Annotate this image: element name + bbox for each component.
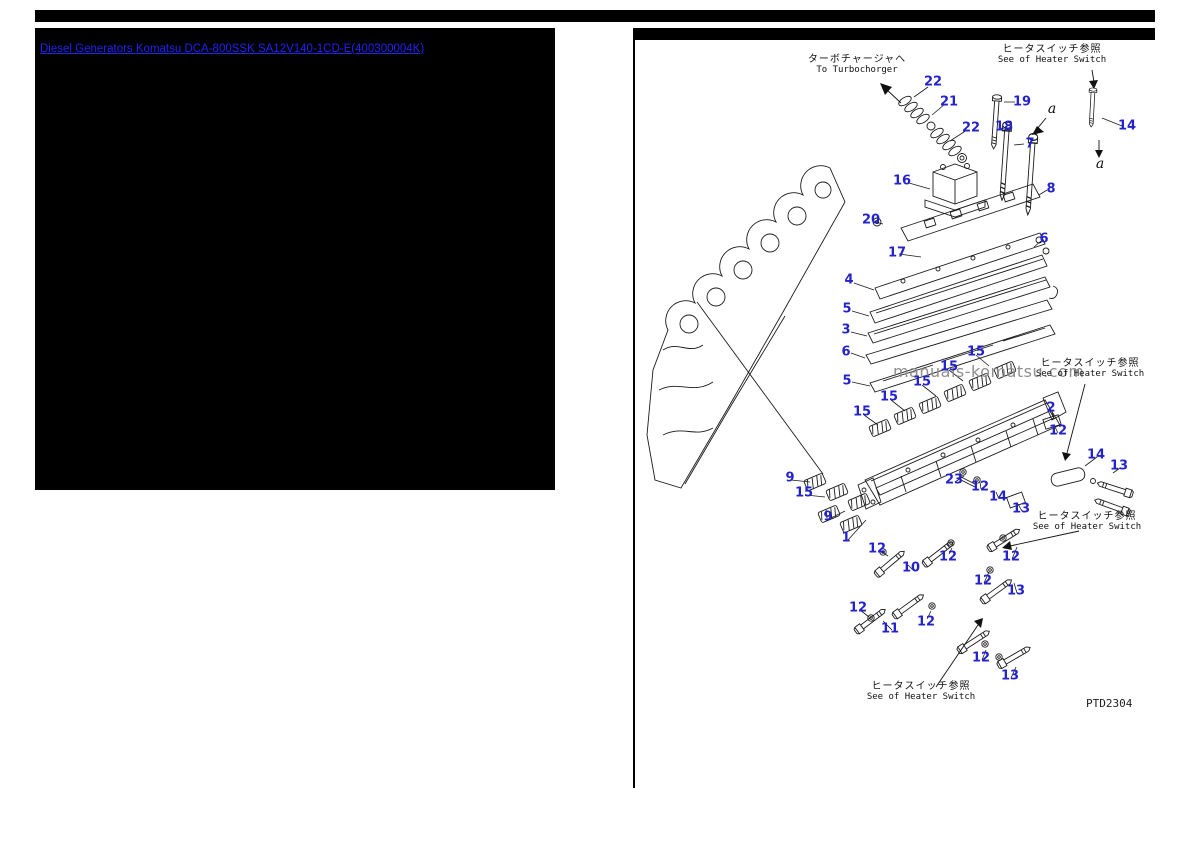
engine-block — [646, 165, 846, 489]
parts-diagram-line-art — [646, 69, 1135, 688]
heater-switch-gaskets — [803, 360, 1017, 534]
drawing-number: PTD2304 — [1086, 697, 1133, 710]
diagram-panel-top-bar — [633, 28, 1155, 40]
manifold-plates — [865, 232, 1058, 393]
annotation-arrows — [880, 69, 1103, 688]
watermark: manuals-komatsu.com — [893, 362, 1085, 381]
breadcrumb-link[interactable]: Diesel Generators Komatsu DCA-800SSK SA1… — [40, 43, 425, 55]
top-divider-bar — [35, 10, 1155, 22]
left-page-black-panel: Diesel Generators Komatsu DCA-800SSK SA1… — [35, 28, 555, 490]
side-hardware — [958, 467, 1135, 517]
top-bolts — [988, 87, 1098, 216]
heater-plate-assembly — [900, 183, 1041, 242]
springs-and-clips — [898, 95, 967, 163]
intake-manifold-housing — [857, 391, 1067, 510]
diagram-panel-left-border — [633, 40, 635, 788]
heater-relay-bracket — [872, 163, 986, 227]
leader-lines — [790, 86, 1123, 679]
